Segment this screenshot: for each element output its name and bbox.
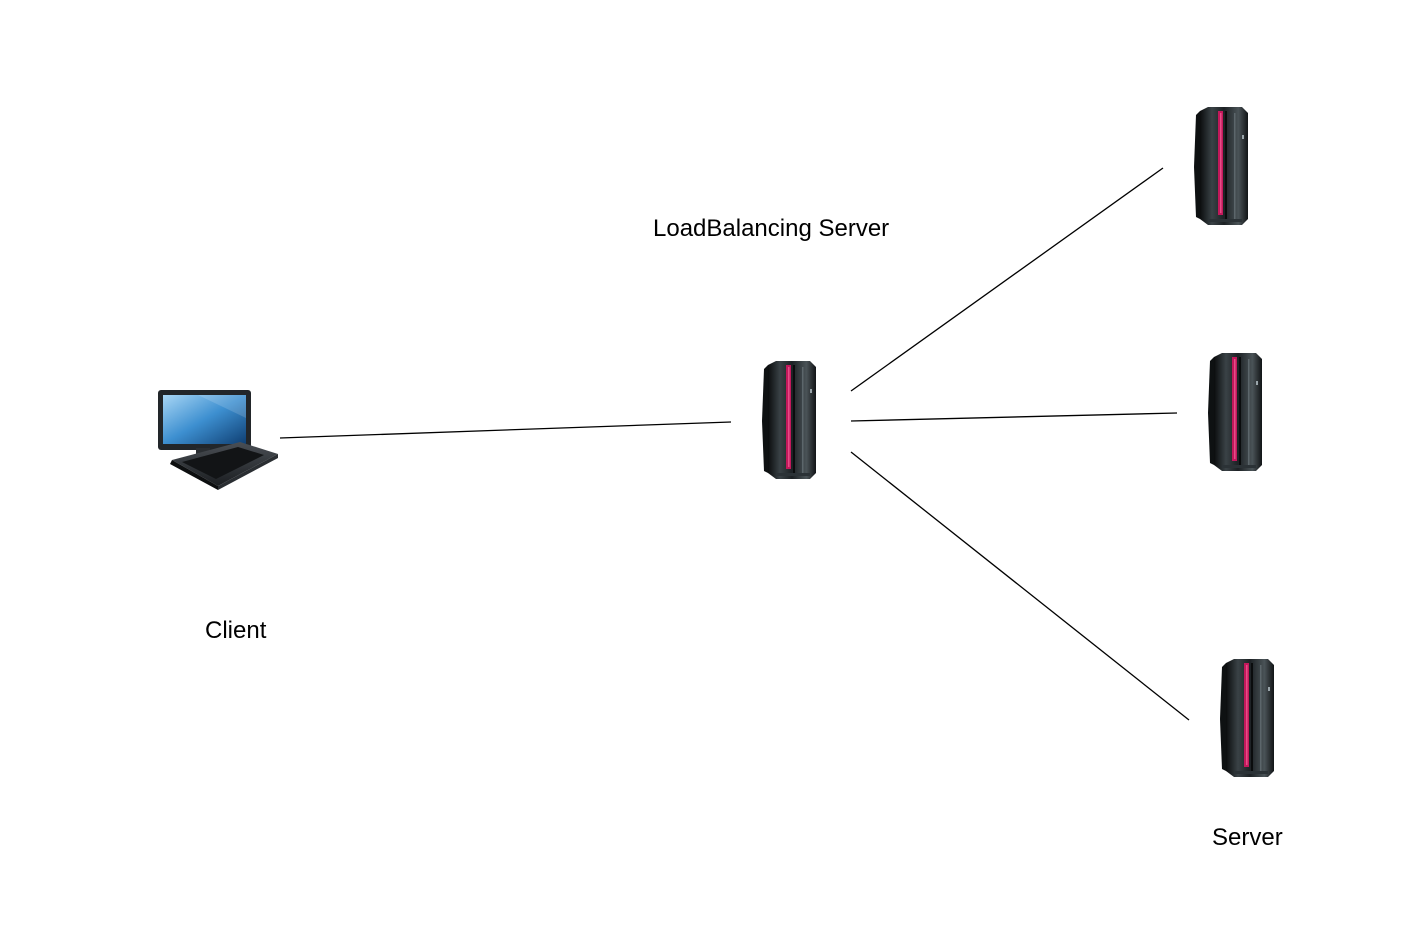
laptop-icon bbox=[158, 390, 278, 490]
connection-lb-server-1 bbox=[850, 167, 1164, 392]
connection-client-lb bbox=[279, 421, 732, 439]
client-label: Client bbox=[205, 617, 267, 644]
load-balancer-server-icon bbox=[762, 361, 816, 479]
server-label: Server bbox=[1212, 824, 1283, 851]
connection-lb-server-3 bbox=[850, 451, 1190, 721]
load-balancer-label: LoadBalancing Server bbox=[653, 215, 890, 242]
server-1-icon bbox=[1194, 107, 1248, 225]
server-3-icon bbox=[1220, 659, 1274, 777]
connection-lb-server-2 bbox=[850, 412, 1178, 422]
server-2-icon bbox=[1208, 353, 1262, 471]
